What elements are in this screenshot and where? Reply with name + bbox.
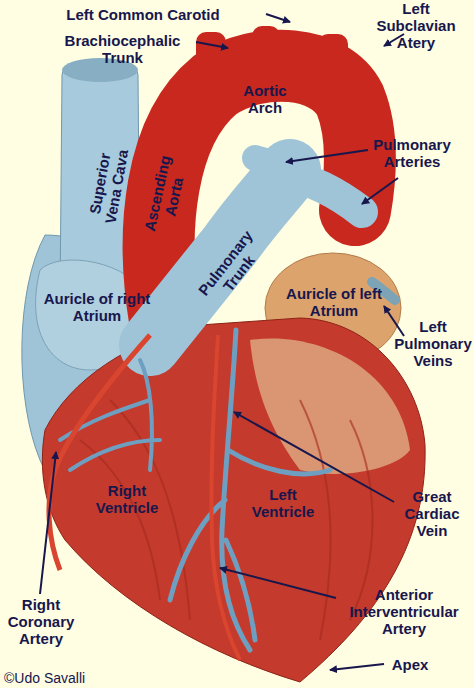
part-label: Left Subclavian Atery (368, 0, 464, 51)
anterior-interventricular-artery (211, 335, 240, 660)
part-label: Auricle of right Atrium (32, 290, 162, 324)
part-label: Great Cardiac Vein (392, 488, 472, 539)
left-ventricle-fat (250, 338, 410, 473)
part-label: Aortic Arch (228, 82, 302, 116)
part-label: Ascending Aorta (138, 145, 191, 245)
right-coronary-artery (49, 335, 150, 570)
part-label: Left Pulmonary Veins (393, 318, 473, 369)
part-label: Anterior Interventricular Artery (334, 586, 474, 637)
ventricles (42, 318, 425, 682)
part-label: Auricle of left Atrium (282, 285, 386, 319)
part-label: Left Common Carotid (18, 6, 268, 23)
right-coronary-vessels (60, 360, 160, 470)
part-label: Apex (386, 656, 434, 673)
part-label: Left Ventricle (240, 486, 326, 520)
leader-arrows (40, 14, 404, 670)
part-label: Pulmonary Arteries (360, 136, 464, 170)
part-label: Pulmonary Trunk (188, 218, 276, 318)
copyright-notice: ©Udo Savalli (4, 670, 134, 687)
part-label: Right Ventricle (82, 482, 172, 516)
part-label: Brachiocephalic Trunk (50, 32, 195, 66)
part-label: Right Coronary Artery (0, 596, 82, 647)
great-cardiac-vein (170, 330, 330, 650)
part-label: Superior Vena Cava (83, 133, 134, 237)
